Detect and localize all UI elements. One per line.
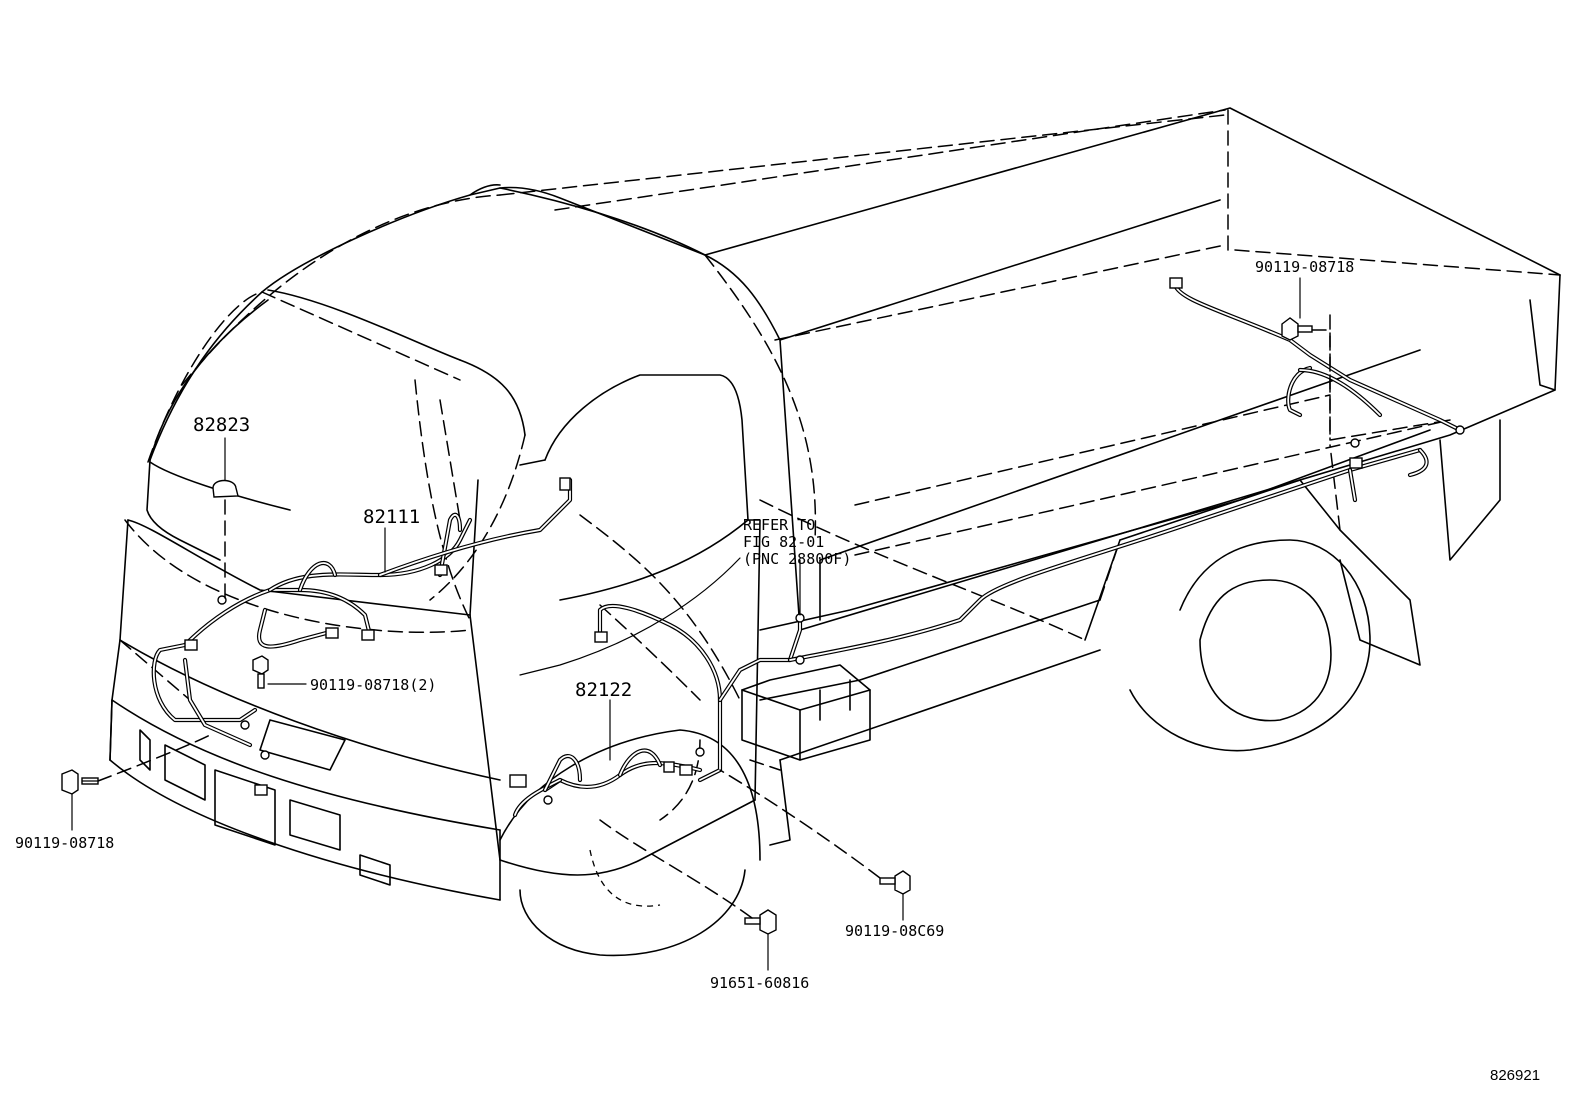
wire-clamp-icon: [695, 747, 705, 757]
connector-icon: [679, 764, 693, 776]
connector-icon: [1349, 457, 1363, 469]
wire-clamp-icon: [1455, 425, 1465, 435]
wire-clamp-icon: [795, 655, 805, 665]
connector-icon: [434, 564, 448, 576]
connector-icon: [559, 477, 571, 491]
flange-bolt-icon: [744, 909, 777, 935]
wire-clamp-icon: [260, 750, 270, 760]
refer-line-2: FIG 82-01: [743, 533, 824, 551]
connector-icon: [184, 639, 198, 651]
figure-id: 826921: [1490, 1067, 1540, 1084]
connectors: [184, 277, 1465, 805]
callout-90119-08718-left: 90119-08718: [15, 834, 114, 852]
wire-clamp-icon: [217, 595, 227, 605]
wire-clamp-icon: [1350, 438, 1360, 448]
harness-82122: [512, 447, 1429, 818]
connector-icon: [509, 774, 527, 788]
flange-bolt-icon: [61, 769, 99, 795]
flange-bolt-icon: [879, 870, 911, 895]
callout-91651-60816: 91651-60816: [710, 974, 809, 992]
connector-icon: [254, 784, 268, 796]
flange-bolt-icon: [252, 655, 269, 689]
bolts: [61, 317, 1313, 935]
flange-bolt-icon: [1281, 317, 1313, 341]
wire-clamp-icon: [240, 720, 250, 730]
leader-lines: [71, 277, 1331, 971]
callout-82111: 82111: [363, 506, 420, 528]
callout-90119-08c69: 90119-08C69: [845, 922, 944, 940]
refer-line-3: (PNC 28800F): [743, 550, 851, 568]
labels: 82823 82111 82122 90119-08718(2) 90119-0…: [15, 258, 1540, 1084]
harness-rear: [1172, 282, 1463, 433]
connector-icon: [594, 631, 608, 643]
connector-icon: [1169, 277, 1183, 289]
refer-line-1: REFER TO: [743, 516, 815, 534]
callout-82122: 82122: [575, 679, 632, 701]
connector-icon: [361, 629, 375, 641]
callout-90119-08718-right: 90119-08718: [1255, 258, 1354, 276]
truck-outline: [109, 107, 1561, 957]
dashed-outline: [119, 109, 1561, 821]
wire-clamp-icon: [543, 795, 553, 805]
callout-82823: 82823: [193, 414, 250, 436]
harness-82111: [151, 477, 573, 748]
connector-cap-icon: [212, 479, 239, 498]
connector-icon: [325, 627, 339, 639]
callout-90119-08718-2: 90119-08718(2): [310, 676, 436, 694]
connector-icon: [663, 761, 675, 773]
